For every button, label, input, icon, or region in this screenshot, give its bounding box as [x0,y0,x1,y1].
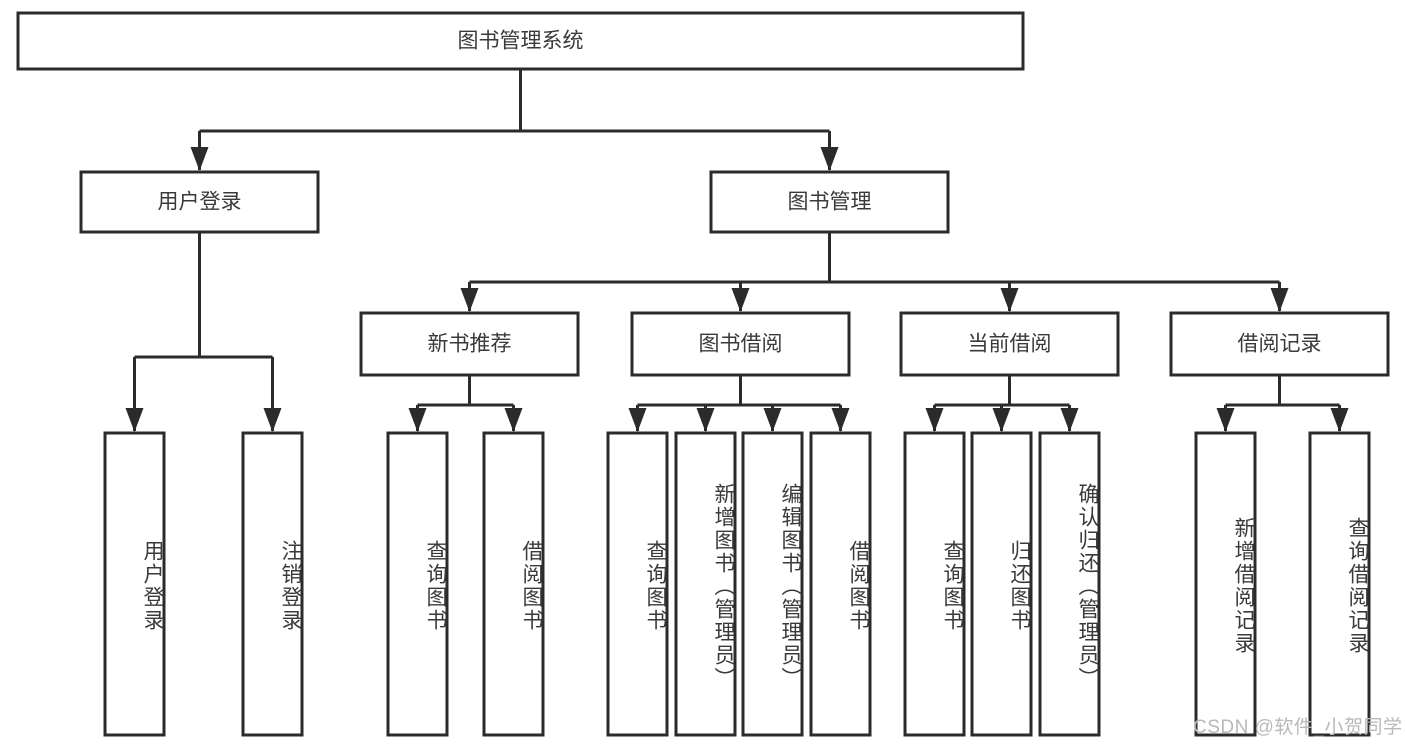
arrow-head-icon [1270,288,1289,312]
node-box-layer [16,11,1390,737]
connector-layer [125,69,1349,432]
arrow-head-icon [763,408,782,432]
node-box-bb-add-book[interactable] [674,431,737,737]
arrow-head-icon [125,408,144,432]
arrow-head-icon [820,147,839,171]
arrow-head-icon [504,408,523,432]
node-box-root[interactable] [16,11,1025,71]
node-label-root: 图书管理系统 [458,30,584,53]
watermark-label: CSDN @软件_小贺同学 [1193,717,1403,738]
node-box-bb-borrow-book[interactable] [809,431,872,737]
node-box-br-search-record[interactable] [1308,431,1371,737]
node-box-nbr-borrow-book[interactable] [482,431,545,737]
arrow-head-icon [731,288,750,312]
node-label-borrow-record: 借阅记录 [1238,333,1322,356]
node-label-book-management: 图书管理 [788,191,872,214]
arrow-head-icon [992,408,1011,432]
arrow-head-icon [696,408,715,432]
arrow-head-icon [1060,408,1079,432]
node-label-book-borrow: 图书借阅 [699,333,783,356]
node-box-borrow-record[interactable] [1169,311,1390,377]
arrow-head-icon [628,408,647,432]
arrow-head-icon [460,288,479,312]
node-box-book-borrow[interactable] [630,311,851,377]
node-box-bb-edit-book[interactable] [741,431,804,737]
arrow-head-icon [1000,288,1019,312]
node-box-new-book-recommend[interactable] [359,311,580,377]
node-box-cb-search-book[interactable] [903,431,966,737]
node-box-book-management[interactable] [709,170,950,234]
node-label-new-book-recommend: 新书推荐 [428,333,512,356]
arrow-head-icon [1216,408,1235,432]
node-box-cb-return-book[interactable] [970,431,1033,737]
arrow-head-icon [831,408,850,432]
node-box-login-do[interactable] [103,431,166,737]
node-box-nbr-search-book[interactable] [386,431,449,737]
arrow-head-icon [408,408,427,432]
node-label-user-login: 用户登录 [158,191,242,214]
node-box-current-borrow[interactable] [899,311,1120,377]
arrow-head-icon [925,408,944,432]
node-box-cb-confirm-return[interactable] [1038,431,1101,737]
arrow-head-icon [1330,408,1349,432]
node-box-logout-do[interactable] [241,431,304,737]
node-box-bb-search-book[interactable] [606,431,669,737]
arrow-head-icon [263,408,282,432]
arrow-head-icon [190,147,209,171]
node-box-br-add-record[interactable] [1194,431,1257,737]
node-box-user-login[interactable] [79,170,320,234]
node-label-current-borrow: 当前借阅 [968,333,1052,356]
